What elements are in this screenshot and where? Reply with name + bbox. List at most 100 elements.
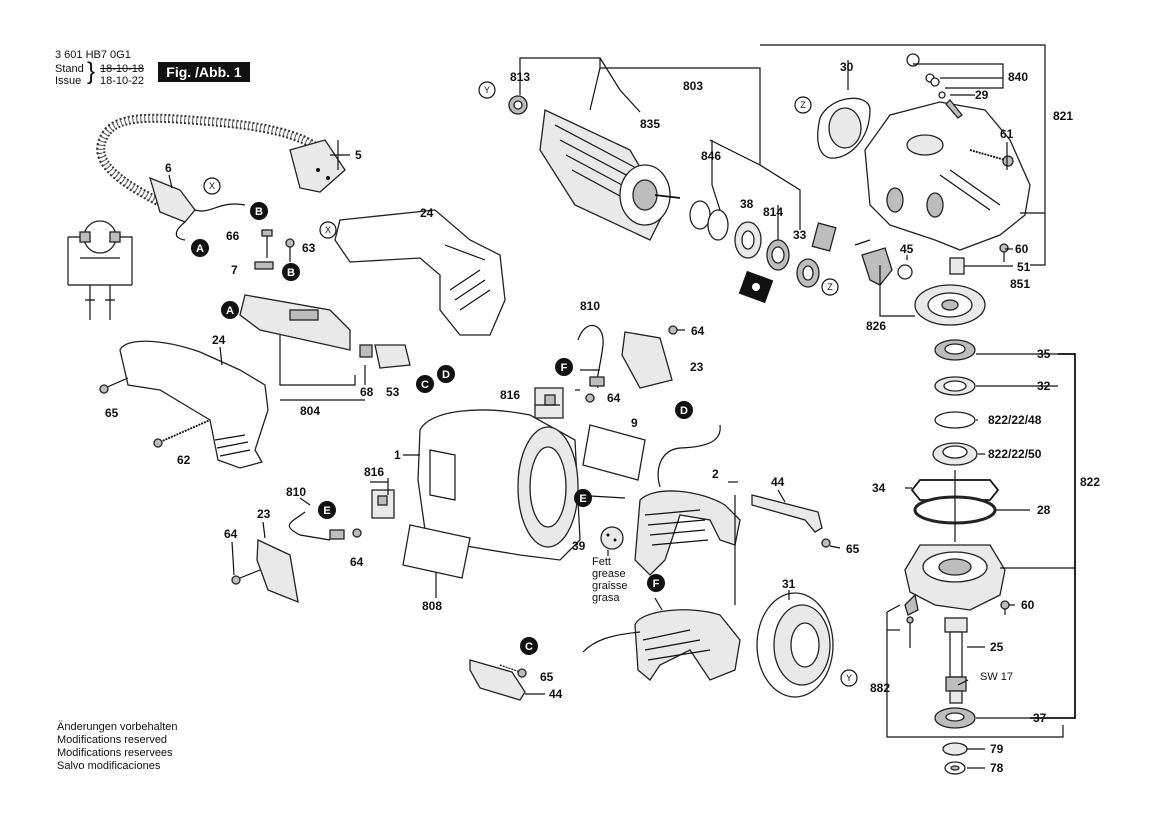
part-label-24: 24 [420, 206, 434, 220]
part-label-45: 45 [900, 242, 914, 256]
part-label-64: 64 [224, 527, 238, 541]
screw-61 [969, 149, 1014, 167]
header-brace: } [87, 58, 96, 85]
side-handle [119, 340, 269, 469]
part-label-25: 25 [990, 640, 1004, 654]
part-label-65: 65 [105, 406, 119, 420]
svg-text:Z: Z [827, 282, 833, 292]
armature [539, 109, 681, 241]
circlip-822-48 [934, 411, 976, 429]
spring-clip [811, 222, 837, 252]
bearing-35 [934, 339, 976, 361]
part-label-35: 35 [1037, 347, 1051, 361]
pinion-gear [854, 239, 913, 286]
spindle-lock [906, 53, 963, 119]
part-label-34: 34 [872, 481, 886, 495]
cable-sleeve [148, 176, 196, 223]
label-9 [582, 424, 646, 481]
brush-cable-810-top [577, 324, 605, 389]
part-label-813: 813 [510, 70, 530, 84]
bearing-plate [756, 592, 834, 698]
callout-D-2: D [675, 401, 693, 419]
callout-X-1: X [203, 177, 221, 195]
svg-text:E: E [323, 505, 330, 517]
ring-846 [689, 200, 711, 230]
flange-79 [942, 742, 968, 756]
part-label-816: 816 [364, 465, 384, 479]
part-label-68: 68 [360, 385, 374, 399]
part-label-1: 1 [394, 448, 401, 462]
screw-65-handle [99, 377, 129, 394]
svg-text:Z: Z [800, 100, 806, 110]
part-label-37: 37 [1033, 711, 1047, 725]
part-label-826: 826 [866, 319, 886, 333]
part-label-38: 38 [740, 197, 754, 211]
ring-38 [707, 209, 729, 241]
clamp-882 [904, 593, 919, 648]
part-label-33: 33 [793, 228, 807, 242]
svg-text:Y: Y [484, 85, 490, 95]
issue-label: Issue [55, 75, 82, 87]
grease-note-line: grasa [592, 592, 620, 604]
part-label-822-22-50: 822/22/50 [988, 447, 1042, 461]
part-label-79: 79 [990, 742, 1004, 756]
part-label-65: 65 [846, 542, 860, 556]
part-number: 3 601 HB7 0G1 [55, 49, 131, 61]
sleeve-51 [949, 257, 965, 275]
part-label-61: 61 [1000, 127, 1014, 141]
rear-handle-half [334, 209, 506, 336]
brush-cable-810-bottom [288, 511, 345, 541]
part-label-835: 835 [640, 117, 660, 131]
part-label-29: 29 [975, 88, 989, 102]
grease-note-line: Fett [592, 556, 611, 568]
bearing-822-50 [932, 442, 978, 466]
callout-F-2: F [647, 574, 665, 592]
screw-64-bottom [231, 528, 362, 585]
part-label-822: 822 [1080, 475, 1100, 489]
svg-text:B: B [255, 206, 263, 218]
callout-B-2: B [282, 263, 300, 281]
callout-A-2: A [221, 301, 239, 319]
screw-62 [153, 419, 211, 448]
svg-text:Y: Y [846, 673, 852, 683]
issue-date: 18-10-22 [100, 75, 145, 87]
screw-65-bottom [499, 664, 527, 678]
callout-Z-2: Z [821, 278, 839, 296]
svg-text:C: C [525, 641, 533, 653]
part-label-62: 62 [177, 453, 191, 467]
part-label-66: 66 [226, 229, 240, 243]
field-coil-top [634, 490, 741, 576]
part-label-816: 816 [500, 388, 520, 402]
callout-C-1: C [416, 375, 434, 393]
svg-text:C: C [421, 379, 429, 391]
part-label-31: 31 [782, 577, 796, 591]
part-label-44: 44 [771, 475, 785, 489]
part-label-2: 2 [712, 467, 719, 481]
wiring-schematic [67, 220, 133, 320]
part-label-822-22-48: 822/22/48 [988, 413, 1042, 427]
grease-note-line: graisse [592, 580, 627, 592]
retaining-clip-44-bottom [469, 659, 526, 701]
grease-note-line: grease [592, 568, 626, 580]
screw-65-right [821, 538, 841, 549]
callout-Y-2: Y [840, 669, 858, 687]
part-label-5: 5 [355, 148, 362, 162]
screw-63 [285, 238, 295, 262]
svg-text:E: E [579, 493, 586, 505]
ring-33 [766, 239, 790, 271]
label-tag [738, 270, 774, 304]
footer-line: Änderungen vorbehalten [57, 721, 178, 733]
screw-64-mid [585, 393, 595, 403]
field-coil-bottom [634, 609, 741, 681]
brush-cover-23-top [621, 331, 673, 389]
part-label-28: 28 [1037, 503, 1051, 517]
figure-label: Fig. /Abb. 1 [158, 62, 250, 82]
part-label-803: 803 [683, 79, 703, 93]
part-label-6: 6 [165, 161, 172, 175]
part-label-60: 60 [1015, 242, 1029, 256]
callout-D-1: D [437, 365, 455, 383]
nut-78 [944, 761, 966, 775]
switch-assembly [239, 261, 411, 369]
part-label-810: 810 [286, 485, 306, 499]
